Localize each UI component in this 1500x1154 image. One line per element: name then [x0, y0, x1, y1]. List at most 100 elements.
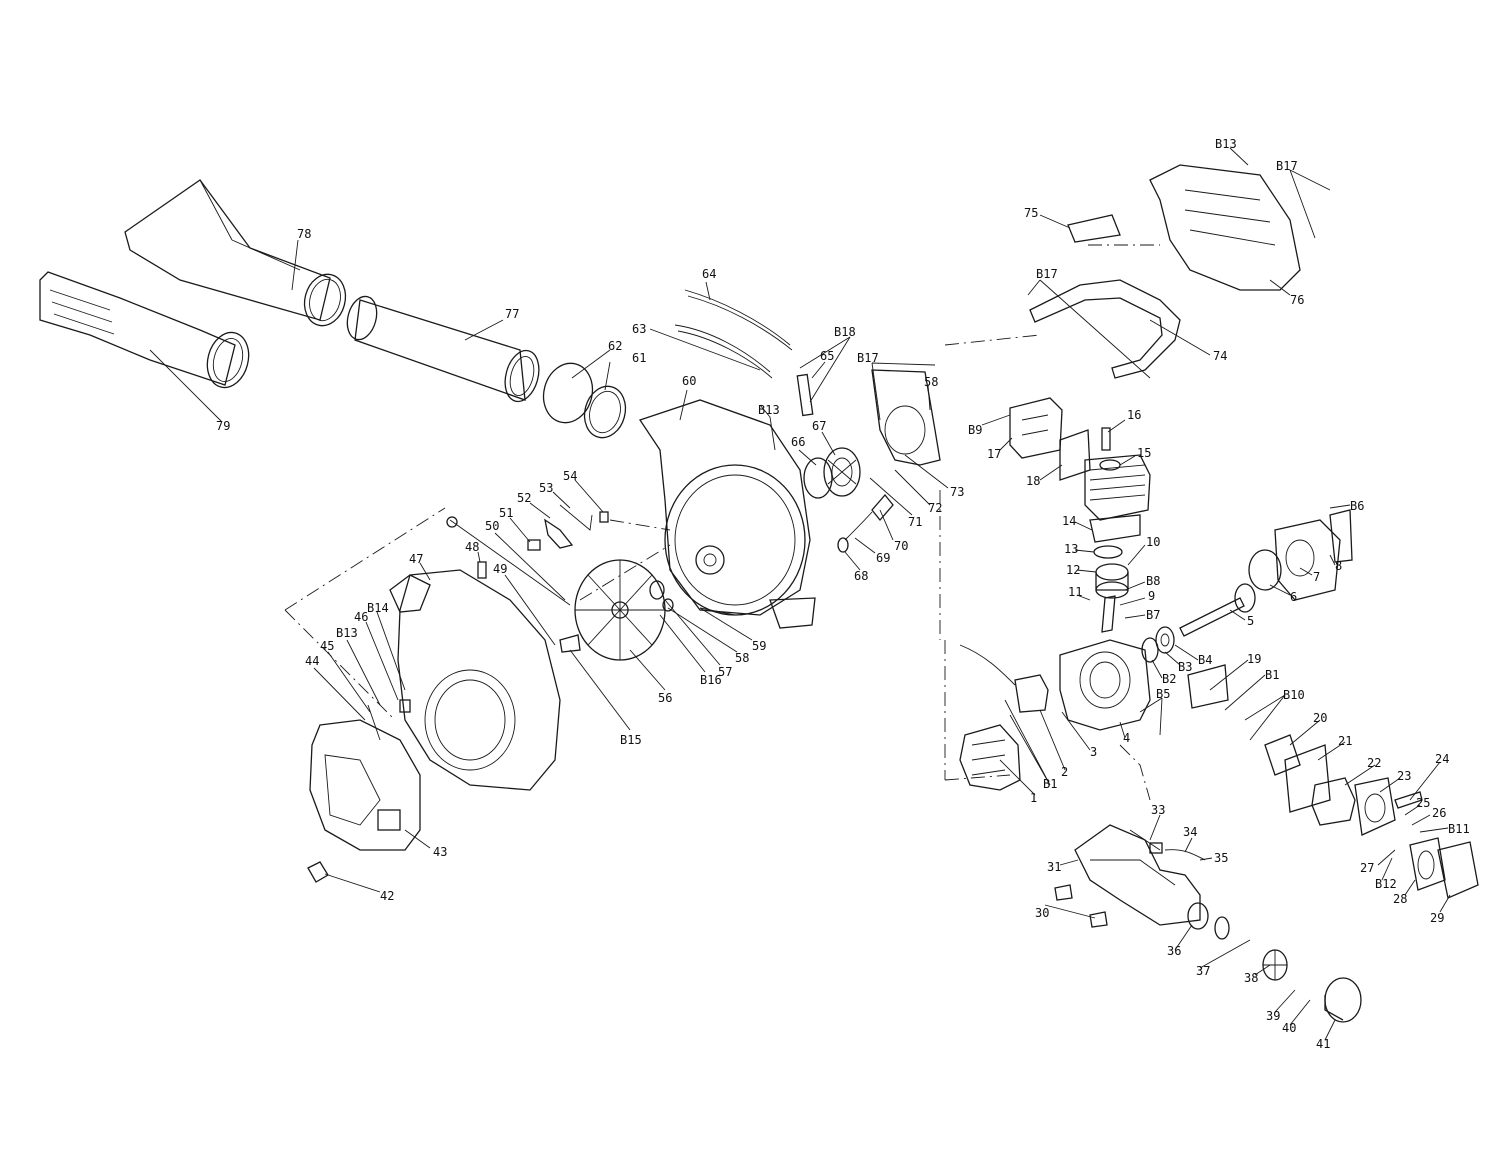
label-22: 22 [1367, 756, 1381, 770]
label-5: 5 [1247, 614, 1254, 628]
label-49: 49 [493, 562, 507, 576]
part-7-housing [1274, 519, 1341, 601]
part-16-spark-plug [1101, 427, 1111, 451]
label-b18: B18 [834, 325, 856, 339]
part-59-screw [699, 607, 736, 616]
label-34: 34 [1183, 825, 1197, 839]
label-b16: B16 [700, 673, 722, 687]
label-77: 77 [505, 307, 519, 321]
label-47: 47 [409, 552, 423, 566]
label-31: 31 [1047, 860, 1061, 874]
part-41-fuel-cap [1324, 977, 1362, 1023]
label-18: 18 [1026, 474, 1040, 488]
part-33-hose [1129, 829, 1161, 851]
label-7: 7 [1313, 570, 1320, 584]
part-78-upper-tube [124, 179, 347, 327]
part-62-clamp [542, 362, 594, 424]
part-56-impeller [574, 559, 666, 661]
part-23-filter-base [1354, 777, 1396, 836]
label-27: 27 [1360, 861, 1374, 875]
part-75-pad [1067, 214, 1121, 243]
label-54: 54 [563, 469, 577, 483]
part-38-vent [1262, 949, 1288, 981]
part-29-filter-cover [1437, 841, 1479, 899]
label-b9: B9 [968, 423, 982, 437]
label-b1-left: B1 [1043, 777, 1057, 791]
part-8-bracket [1329, 509, 1353, 563]
part-17-muffler [1009, 397, 1063, 459]
part-44-screw [367, 704, 381, 741]
part-6-seal [1248, 549, 1282, 591]
label-64: 64 [702, 267, 716, 281]
label-43: 43 [433, 845, 447, 859]
part-79-nozzle [39, 271, 250, 389]
part-57-washer [649, 580, 665, 600]
label-79: 79 [216, 419, 230, 433]
part-b2-bearing [1141, 637, 1159, 663]
part-60-blower-housing [638, 399, 816, 629]
part-50-cable [446, 516, 571, 606]
part-labels: 78 77 79 64 63 62 61 60 B18 65 B13 66 67… [216, 137, 1470, 1051]
label-65: 65 [820, 349, 834, 363]
label-58-top: 58 [924, 375, 938, 389]
label-61: 61 [632, 351, 646, 365]
label-9: 9 [1148, 589, 1155, 603]
label-52: 52 [517, 491, 531, 505]
label-36: 36 [1167, 944, 1181, 958]
part-3-crankcase [1059, 639, 1151, 731]
label-4: 4 [1123, 731, 1130, 745]
part-68-grommet [837, 537, 849, 553]
label-16: 16 [1127, 408, 1141, 422]
label-21: 21 [1338, 734, 1352, 748]
label-40: 40 [1282, 1021, 1296, 1035]
part-34-filter [1149, 842, 1163, 854]
label-24: 24 [1435, 752, 1449, 766]
part-22-carburetor [1311, 777, 1356, 826]
part-63-wire [674, 324, 773, 379]
label-58-mid: 58 [735, 651, 749, 665]
label-39: 39 [1266, 1009, 1280, 1023]
part-12-piston [1095, 563, 1129, 599]
label-b7: B7 [1146, 608, 1160, 622]
label-46: 46 [354, 610, 368, 624]
part-37-seal [1214, 916, 1230, 940]
label-51: 51 [499, 506, 513, 520]
part-52-lever [544, 518, 574, 549]
label-19: 19 [1247, 652, 1261, 666]
label-42: 42 [380, 889, 394, 903]
label-b8: B8 [1146, 574, 1160, 588]
label-6: 6 [1290, 590, 1297, 604]
part-64-wire [684, 289, 793, 351]
label-72: 72 [928, 501, 942, 515]
part-66-disc [803, 457, 833, 499]
label-67: 67 [812, 419, 826, 433]
label-20: 20 [1313, 711, 1327, 725]
label-50: 50 [485, 519, 499, 533]
part-24-lever [1394, 791, 1423, 809]
label-14: 14 [1062, 514, 1076, 528]
label-b12: B12 [1375, 877, 1397, 891]
label-45: 45 [320, 639, 334, 653]
label-b17-top: B17 [1276, 159, 1298, 173]
part-28-filter [1409, 837, 1446, 891]
label-66: 66 [791, 435, 805, 449]
part-15-cylinder [1084, 454, 1151, 521]
label-b6: B6 [1350, 499, 1364, 513]
part-35-line [1164, 849, 1206, 861]
label-62: 62 [608, 339, 622, 353]
part-36-gasket [1187, 902, 1209, 930]
part-1-ignition [959, 724, 1021, 791]
label-b13-left: B13 [336, 626, 358, 640]
label-76: 76 [1290, 293, 1304, 307]
part-51-switch [527, 539, 541, 551]
label-63: 63 [632, 322, 646, 336]
label-30: 30 [1035, 906, 1049, 920]
label-23: 23 [1397, 769, 1411, 783]
part-77-middle-tube [346, 295, 540, 403]
label-b13-top: B13 [758, 403, 780, 417]
label-b13-right: B13 [1215, 137, 1237, 151]
label-b10: B10 [1283, 688, 1305, 702]
part-58-nut [662, 598, 674, 612]
label-28: 28 [1393, 892, 1407, 906]
